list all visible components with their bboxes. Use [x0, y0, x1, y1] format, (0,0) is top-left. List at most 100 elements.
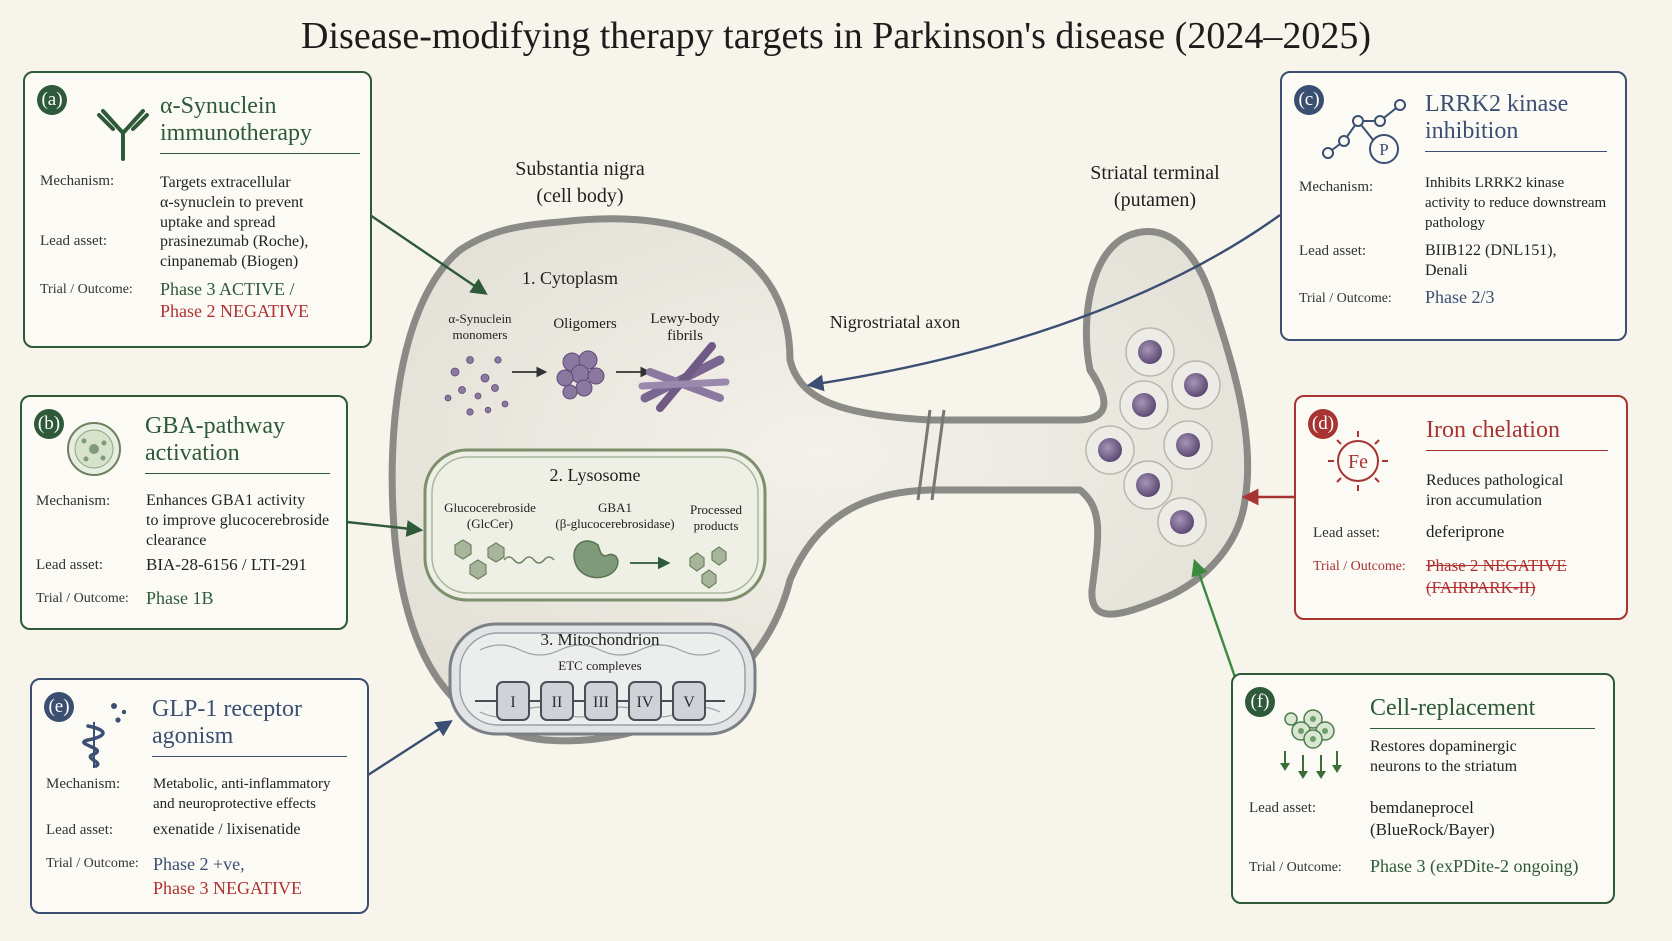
- card-letter: (e): [44, 692, 74, 722]
- mechanism-label: Mechanism:: [36, 493, 111, 509]
- etc-complex-1: I: [496, 681, 530, 721]
- phospho-kinase-icon: P: [1322, 99, 1406, 164]
- mitochondrion-label: 3. Mitochondrion: [540, 630, 660, 649]
- lysosome-label: 2. Lysosome: [549, 465, 641, 485]
- oligomers-label: Oligomers: [553, 316, 617, 332]
- lead-asset-value: exenatide / lixisenatide: [153, 821, 301, 838]
- page-title: Disease-modifying therapy targets in Par…: [301, 15, 1371, 57]
- arrow-f-to-terminal: [1191, 558, 1238, 681]
- card-heading: Cell-replacement: [1370, 695, 1595, 729]
- axon-break-mark: [916, 409, 932, 501]
- synuclein-monomer: [450, 367, 460, 377]
- etc-complex-4: IV: [628, 681, 662, 721]
- synuclein-monomer: [466, 356, 474, 364]
- gba1-enzyme: [573, 540, 619, 579]
- etc-label: ETC compleves: [558, 658, 642, 673]
- synaptic-vesicle: [1163, 420, 1213, 470]
- antibody-icon: [97, 109, 149, 161]
- trial-outcome-label: Trial / Outcome:: [36, 591, 129, 606]
- trial-outcome-value: Phase 2 NEGATIVE(FAIRPARK-II): [1426, 556, 1567, 597]
- etc-complex-3: III: [584, 681, 618, 721]
- peptide-helix-icon: [82, 703, 127, 768]
- lead-asset-label: Lead asset:: [40, 233, 108, 249]
- svg-text:P: P: [1379, 140, 1388, 159]
- glccer-label: Glucocerebroside(GlcCer): [444, 500, 536, 531]
- card-letter: (f): [1245, 687, 1275, 717]
- trial-outcome-label: Trial / Outcome:: [1313, 559, 1406, 574]
- stem-cells-icon: [1280, 709, 1342, 779]
- cytoplasm-label: 1. Cytoplasm: [521, 268, 618, 288]
- card-letter: (d): [1308, 409, 1338, 439]
- svg-text:II: II: [552, 694, 563, 711]
- synaptic-vesicle: [1123, 460, 1173, 510]
- trial-outcome-value: Phase 3 ACTIVE /Phase 2 NEGATIVE: [160, 279, 309, 321]
- card-letter: (c): [1294, 85, 1324, 115]
- synaptic-vesicle: [1085, 425, 1135, 475]
- lysosome-icon: [67, 422, 121, 476]
- svg-text:V: V: [683, 694, 695, 711]
- trial-outcome-label: Trial / Outcome:: [46, 856, 139, 871]
- etc-complex-2: II: [540, 681, 574, 721]
- lewy-body-fibrils: [638, 342, 730, 412]
- lead-asset-label: Lead asset:: [46, 822, 114, 838]
- trial-outcome-value: Phase 1B: [146, 588, 214, 608]
- lead-asset-label: Lead asset:: [1299, 243, 1367, 259]
- synaptic-vesicle: [1119, 380, 1169, 430]
- lead-asset-value: BIA-28-6156 / LTI-291: [146, 555, 307, 574]
- arrow-b-to-lysosome: [346, 520, 424, 537]
- trial-outcome-value: Phase 2/3: [1425, 287, 1495, 307]
- arrow-e-to-mitochondrion: [367, 720, 453, 777]
- card-letter: (b): [34, 409, 64, 439]
- synuclein-monomer: [458, 386, 466, 394]
- svg-text:III: III: [593, 694, 609, 711]
- lysosome-compartment: [423, 448, 767, 602]
- card-d-iron-chelation: (d) Fe Iron chelation Reduces pathologic…: [1294, 395, 1628, 620]
- synaptic-vesicle: [1125, 327, 1175, 377]
- gba1-label: GBA1(β-glucocerebrosidase): [555, 500, 675, 531]
- etc-complex-5: V: [672, 681, 706, 721]
- lead-asset-label: Lead asset:: [36, 557, 104, 573]
- trial-outcome-label: Trial / Outcome:: [1249, 860, 1342, 875]
- svg-text:IV: IV: [637, 694, 654, 711]
- svg-text:Fe: Fe: [1348, 451, 1368, 473]
- card-heading: Iron chelation: [1426, 417, 1608, 451]
- lead-asset-label: Lead asset:: [1313, 525, 1381, 541]
- synuclein-monomer: [466, 408, 474, 416]
- trial-outcome-label: Trial / Outcome:: [1299, 291, 1392, 306]
- processed-products: [689, 546, 727, 589]
- synuclein-monomer: [494, 356, 502, 364]
- lead-asset-label: Lead asset:: [1249, 800, 1317, 816]
- synaptic-vesicle: [1171, 360, 1221, 410]
- synuclein-monomer: [480, 373, 490, 383]
- iron-fe-icon: Fe: [1328, 431, 1388, 491]
- glucocerebroside-molecule: [454, 539, 505, 580]
- synuclein-monomer: [474, 392, 482, 400]
- mechanism-label: Mechanism:: [1299, 179, 1374, 195]
- svg-text:I: I: [510, 694, 515, 711]
- synuclein-monomer: [484, 406, 492, 414]
- synaptic-vesicle: [1157, 497, 1207, 547]
- arrow-a-to-cytoplasm: [369, 214, 488, 295]
- soma-label: Substantia nigra(cell body): [515, 158, 645, 207]
- card-f-cell-replacement: (f) Cell-replacement Restores dopaminerg…: [1231, 673, 1615, 904]
- trial-outcome-value: Phase 2 +ve,Phase 3 NEGATIVE: [153, 854, 302, 898]
- trial-outcome-value: Phase 3 (exPDite-2 ongoing): [1370, 856, 1579, 876]
- synuclein-monomer: [444, 394, 452, 402]
- axon-label: Nigrostriatal axon: [829, 312, 961, 332]
